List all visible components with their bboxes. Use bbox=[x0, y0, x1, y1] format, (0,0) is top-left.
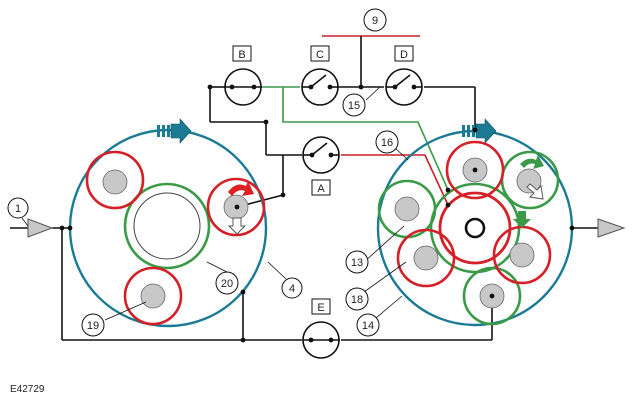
wiring bbox=[10, 35, 598, 341]
callout-9: 9 bbox=[363, 8, 387, 32]
svg-text:14: 14 bbox=[362, 320, 374, 332]
switch-E: E bbox=[302, 298, 340, 359]
left-grey-arrow bbox=[227, 217, 247, 235]
svg-text:20: 20 bbox=[221, 278, 233, 290]
callout-19: 19 bbox=[81, 313, 105, 337]
svg-text:1: 1 bbox=[15, 203, 21, 215]
svg-text:19: 19 bbox=[87, 320, 99, 332]
svg-text:15: 15 bbox=[348, 100, 360, 112]
svg-text:4: 4 bbox=[289, 283, 295, 295]
red-wire bbox=[341, 154, 449, 206]
callout-1: 1 bbox=[7, 197, 29, 219]
right-cam-lower-left bbox=[396, 228, 456, 288]
callout-20: 20 bbox=[215, 271, 239, 295]
switch-E-label: E bbox=[317, 302, 324, 314]
left-center-ring bbox=[123, 182, 211, 270]
leader-lines bbox=[21, 86, 409, 321]
svg-text:9: 9 bbox=[372, 15, 378, 27]
svg-text:16: 16 bbox=[381, 137, 393, 149]
svg-text:13: 13 bbox=[351, 257, 363, 269]
switch-B-label: B bbox=[238, 49, 245, 61]
switch-C-label: C bbox=[316, 49, 324, 61]
right-rotation-arrow bbox=[462, 118, 497, 144]
right-grey-arrow bbox=[526, 183, 544, 200]
input-arrow bbox=[27, 218, 54, 238]
left-dial bbox=[68, 118, 268, 328]
callout-18: 18 bbox=[345, 287, 369, 311]
switch-B: B bbox=[224, 45, 262, 106]
right-green-arrow-mid bbox=[513, 211, 531, 228]
right-dial bbox=[376, 118, 574, 327]
junction-dots bbox=[59, 84, 575, 343]
right-green-arrow-top bbox=[520, 155, 544, 169]
switch-D: D bbox=[385, 45, 423, 106]
callout-4: 4 bbox=[281, 277, 303, 299]
switch-C: C bbox=[301, 45, 339, 106]
svg-text:18: 18 bbox=[351, 294, 363, 306]
left-red-arrow bbox=[228, 181, 254, 196]
left-rotation-arrow bbox=[157, 118, 192, 144]
callout-13: 13 bbox=[345, 250, 369, 274]
callout-15: 15 bbox=[342, 93, 366, 117]
switch-A: A bbox=[302, 136, 340, 196]
right-cam-top bbox=[445, 140, 505, 200]
switch-D-label: D bbox=[400, 49, 408, 61]
left-cam-top bbox=[85, 150, 145, 210]
green-wire bbox=[282, 87, 449, 191]
left-cam-bottom bbox=[123, 266, 183, 326]
left-cam-right bbox=[206, 177, 266, 237]
output-arrow bbox=[597, 218, 626, 238]
callout-14: 14 bbox=[356, 313, 380, 337]
figure-code: E42729 bbox=[10, 384, 45, 395]
callout-16: 16 bbox=[375, 130, 399, 154]
switch-A-label: A bbox=[317, 183, 325, 195]
